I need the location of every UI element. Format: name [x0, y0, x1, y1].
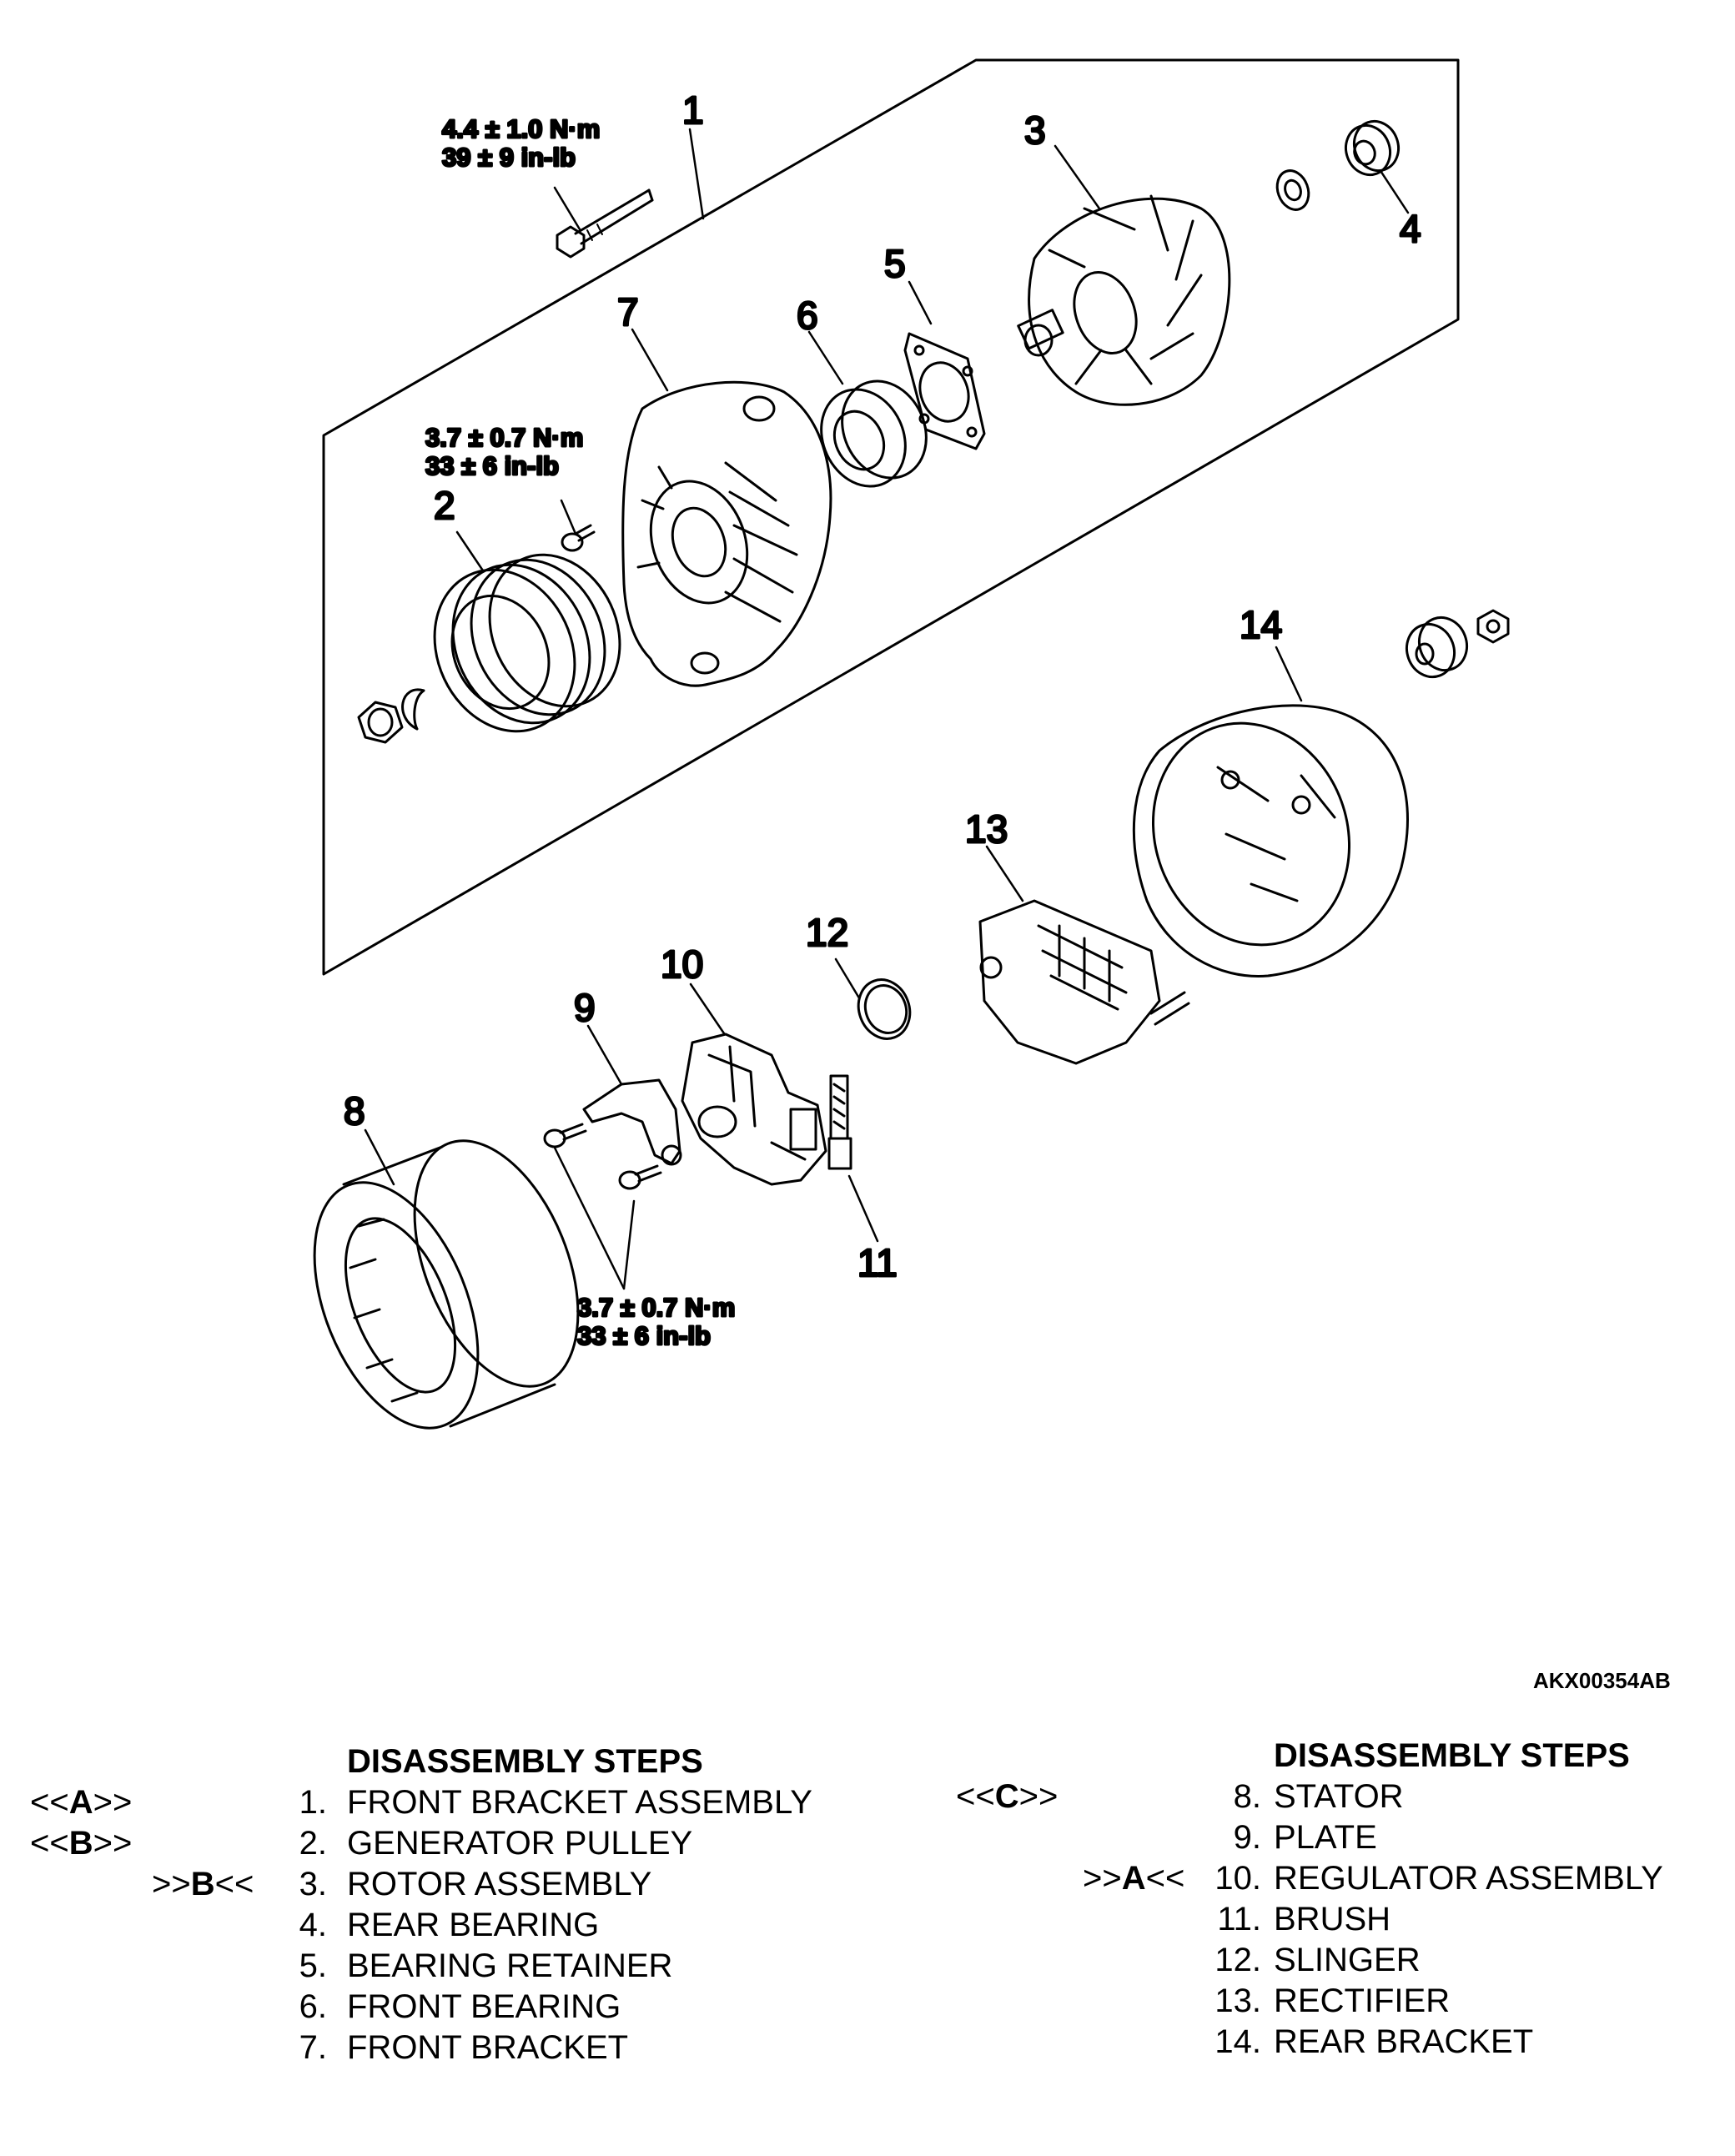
torque-spec-1-nm: 4.4 ± 1.0 N·m — [442, 114, 600, 143]
stator-part-8 — [313, 1139, 580, 1430]
rotor-assembly-part-3 — [1017, 194, 1231, 406]
bracket-screw — [561, 524, 596, 552]
step-row: 12. SLINGER — [951, 1940, 1702, 1981]
step-row: 14. REAR BRACKET — [951, 2022, 1702, 2063]
step-row: 11. BRUSH — [951, 1899, 1702, 1940]
callout-13: 13 — [965, 807, 1008, 851]
regulator-assembly-part-10 — [681, 1033, 827, 1186]
step-name: RECTIFIER — [1274, 1983, 1451, 2019]
step-name: BRUSH — [1274, 1901, 1391, 1937]
figure-code: AKX00354AB — [1533, 1668, 1671, 1693]
step-name: SLINGER — [1274, 1942, 1421, 1978]
step-number: 11. — [1217, 1901, 1261, 1937]
step-row: 4. REAR BEARING — [25, 1905, 859, 1946]
pulley-nut — [357, 688, 425, 744]
rear-bracket-insulator — [1406, 609, 1510, 679]
step-service-mark: <<B>> — [30, 1825, 133, 1862]
step-number: 5. — [299, 1947, 327, 1984]
torque-spec-2-nm: 3.7 ± 0.7 N·m — [425, 423, 583, 452]
step-number: 1. — [299, 1784, 327, 1821]
step-name: PLATE — [1274, 1819, 1377, 1856]
torque-spec-2-inlb: 33 ± 6 in-lb — [425, 451, 559, 480]
step-name: FRONT BEARING — [347, 1988, 621, 2025]
step-service-mark: <<C>> — [956, 1778, 1059, 1815]
step-number: 12. — [1214, 1942, 1261, 1978]
callout-7: 7 — [617, 290, 639, 334]
rear-bearing-part-4 — [1345, 119, 1400, 177]
step-row: >>A<< 10. REGULATOR ASSEMBLY — [951, 1858, 1702, 1899]
through-bolt-part-1 — [556, 188, 654, 259]
step-row: 6. FRONT BEARING — [25, 1987, 859, 2028]
step-name: GENERATOR PULLEY — [347, 1825, 693, 1862]
step-name: REGULATOR ASSEMBLY — [1274, 1860, 1663, 1897]
step-name: REAR BEARING — [347, 1907, 600, 1943]
step-row: 13. RECTIFIER — [951, 1981, 1702, 2022]
step-service-mark: >>A<< — [1083, 1860, 1185, 1897]
step-row: <<C>> 8. STATOR — [951, 1777, 1702, 1817]
generator-pulley-part-2 — [433, 553, 621, 733]
plate-screws — [543, 1123, 662, 1190]
callout-12: 12 — [806, 911, 848, 954]
step-number: 13. — [1214, 1983, 1261, 2019]
steps-heading: DISASSEMBLY STEPS — [1274, 1737, 1630, 1774]
rear-bracket-part-14 — [1132, 704, 1409, 977]
callout-4: 4 — [1400, 207, 1421, 250]
step-service-mark: >>B<< — [152, 1866, 254, 1902]
callout-10: 10 — [661, 942, 703, 986]
step-number: 7. — [299, 2029, 327, 2066]
step-service-mark: <<A>> — [30, 1784, 133, 1821]
step-name: REAR BRACKET — [1274, 2023, 1534, 2060]
brush-part-11 — [827, 1074, 852, 1170]
step-number: 8. — [1233, 1778, 1261, 1815]
step-row: <<B>> 2. GENERATOR PULLEY — [25, 1823, 859, 1864]
rectifier-part-13 — [978, 899, 1190, 1065]
step-row: 5. BEARING RETAINER — [25, 1946, 859, 1987]
step-name: BEARING RETAINER — [347, 1947, 673, 1984]
step-name: FRONT BRACKET — [347, 2029, 629, 2066]
disassembly-steps-left: DISASSEMBLY STEPS <<A>> 1. FRONT BRACKET A… — [25, 1741, 859, 2068]
callout-2: 2 — [434, 484, 455, 527]
callout-1: 1 — [682, 88, 704, 132]
plate-part-9 — [582, 1078, 682, 1166]
callout-14: 14 — [1240, 603, 1282, 646]
step-number: 4. — [299, 1907, 327, 1943]
callout-9: 9 — [574, 986, 596, 1029]
step-name: FRONT BRACKET ASSEMBLY — [347, 1784, 812, 1821]
step-number: 9. — [1233, 1819, 1261, 1856]
bearing-retainer-part-5 — [903, 332, 986, 450]
assembly-boundary-frame — [322, 58, 1460, 976]
callout-11: 11 — [857, 1241, 898, 1284]
steps-heading: DISASSEMBLY STEPS — [347, 1743, 703, 1780]
step-number: 6. — [299, 1988, 327, 2025]
step-row: >>B<< 3. ROTOR ASSEMBLY — [25, 1864, 859, 1905]
slinger-part-12 — [857, 978, 912, 1040]
callout-8: 8 — [344, 1089, 365, 1133]
rotor-spacer — [1275, 169, 1310, 211]
torque-spec-1-inlb: 39 ± 9 in-lb — [442, 143, 576, 172]
callout-6: 6 — [797, 294, 818, 337]
torque-spec-3-inlb: 33 ± 6 in-lb — [577, 1321, 711, 1350]
torque-spec-3-nm: 3.7 ± 0.7 N·m — [577, 1293, 735, 1322]
step-row: 9. PLATE — [951, 1817, 1702, 1858]
callout-5: 5 — [884, 242, 906, 285]
step-name: STATOR — [1274, 1778, 1404, 1815]
step-number: 14. — [1214, 2023, 1261, 2060]
step-number: 2. — [299, 1825, 327, 1862]
step-name: ROTOR ASSEMBLY — [347, 1866, 652, 1902]
step-row: 7. FRONT BRACKET — [25, 2028, 859, 2068]
front-bracket-part-7 — [621, 380, 832, 687]
step-number: 10. — [1214, 1860, 1261, 1897]
callout-3: 3 — [1024, 108, 1046, 152]
step-number: 3. — [299, 1866, 327, 1902]
step-row: <<A>> 1. FRONT BRACKET ASSEMBLY — [25, 1782, 859, 1823]
